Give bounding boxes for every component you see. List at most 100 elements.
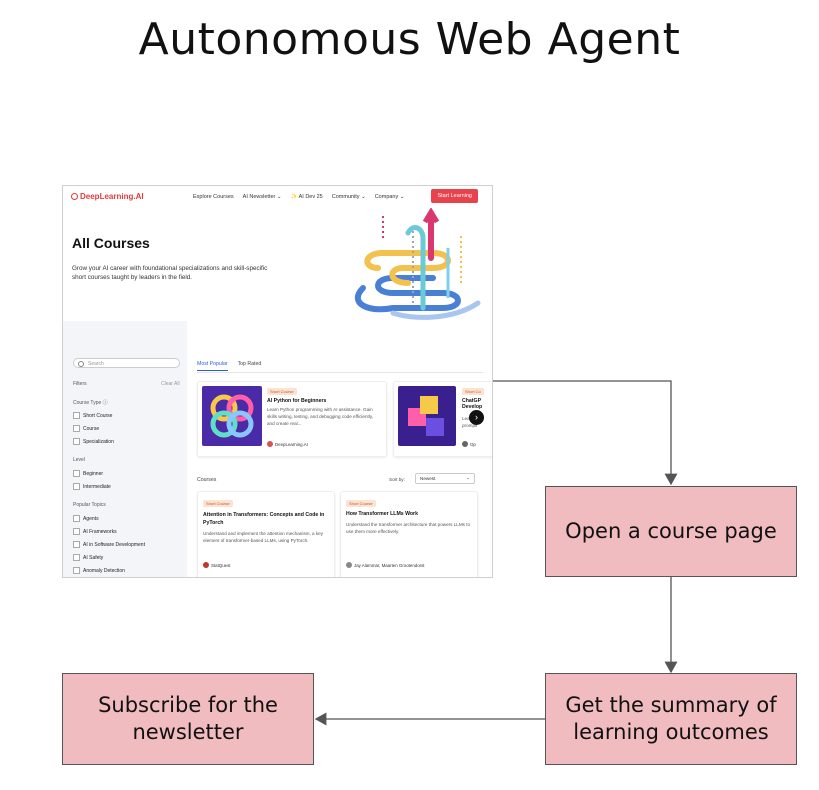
filter-label: Beginner: [83, 470, 104, 477]
arrow-screenshot-to-open: [493, 380, 678, 486]
checkbox[interactable]: [73, 425, 80, 432]
course-badge: Short Course: [267, 388, 297, 395]
checkbox[interactable]: [73, 515, 80, 522]
author-name: DeepLearning.AI: [275, 441, 308, 447]
course-tabs: Most Popular Top Rated: [197, 361, 261, 371]
filter-label: Short Course: [83, 412, 113, 419]
course-badge: Short Course: [346, 500, 376, 507]
filter-label: Agents: [83, 515, 99, 522]
courses-main: Most Popular Top Rated Short Course AI P…: [187, 321, 492, 577]
course-author: StatQuest: [203, 562, 231, 568]
nav-ai-dev[interactable]: ✨ AI Dev 25: [290, 194, 323, 200]
filter-label: Intermediate: [83, 483, 111, 490]
author-avatar: [346, 562, 352, 568]
courses-body: Search Filters Clear All Course Type ⓘ S…: [63, 321, 492, 577]
hero-title: All Courses: [72, 235, 150, 251]
nav-community[interactable]: Community ⌄: [331, 194, 366, 200]
checkbox[interactable]: [73, 438, 80, 445]
course-desc: Understand and implement the attention m…: [203, 531, 324, 543]
checkbox[interactable]: [73, 567, 80, 574]
course-author: DeepLearning.AI: [267, 441, 308, 447]
nav-items: Explore Courses AI Newsletter ⌄ ✨ AI Dev…: [193, 194, 404, 200]
course-card-attention[interactable]: Short Course Attention in Transformers: …: [197, 491, 335, 577]
step-subscribe-label: Subscribe for the newsletter: [98, 693, 278, 744]
course-badge: Short Course: [203, 500, 233, 507]
filter-ai-safety[interactable]: AI Safety: [73, 554, 103, 561]
filter-ai-software-dev[interactable]: AI in Software Development: [73, 541, 145, 548]
sort-value: Newest: [420, 476, 436, 481]
nav-explore-courses[interactable]: Explore Courses: [193, 194, 234, 200]
filter-agents[interactable]: Agents: [73, 515, 99, 522]
checkbox[interactable]: [73, 541, 80, 548]
carousel-next-button[interactable]: ›: [469, 410, 484, 425]
checkbox[interactable]: [73, 470, 80, 477]
filter-short-course[interactable]: Short Course: [73, 412, 112, 419]
chevron-right-icon: ›: [475, 412, 478, 422]
search-placeholder: Search: [88, 361, 104, 367]
filter-intermediate[interactable]: Intermediate: [73, 483, 111, 490]
author-name: Op: [470, 441, 476, 447]
sort-select[interactable]: Newest ⌄: [415, 473, 475, 484]
course-thumbnail: [398, 386, 456, 446]
course-thumbnail: [202, 386, 262, 446]
checkbox[interactable]: [73, 554, 80, 561]
author-avatar: [462, 441, 468, 447]
filter-specialization[interactable]: Specialization: [73, 438, 114, 445]
filter-beginner[interactable]: Beginner: [73, 470, 103, 477]
filter-label: Course: [83, 425, 100, 432]
step-subscribe-box: Subscribe for the newsletter: [62, 673, 314, 765]
filters-label: Filters: [73, 381, 87, 387]
course-desc: Learn Python programming with AI assista…: [267, 407, 374, 426]
step-open-course-label: Open a course page: [565, 519, 777, 543]
tab-most-popular[interactable]: Most Popular: [197, 361, 228, 371]
course-title[interactable]: How Transformer LLMs Work: [346, 511, 418, 517]
nav-ai-newsletter[interactable]: AI Newsletter ⌄: [242, 194, 282, 200]
step-open-course-box: Open a course page: [545, 486, 797, 577]
author-name: Jay Alammar, Maarten Grootendorst: [354, 562, 425, 568]
tab-top-rated[interactable]: Top Rated: [237, 361, 262, 367]
start-learning-button[interactable]: Start Learning: [431, 189, 478, 203]
chevron-down-icon: ⌄: [466, 475, 470, 480]
logo-icon: [71, 193, 78, 200]
nav-company[interactable]: Company ⌄: [374, 194, 405, 200]
filter-label: AI in Software Development: [83, 541, 145, 548]
course-card-transformer-llms[interactable]: Short Course How Transformer LLMs Work U…: [340, 491, 478, 577]
site-navbar: DeepLearning.AI Explore Courses AI Newsl…: [63, 186, 492, 209]
course-title[interactable]: AI Python for Beginners: [267, 398, 327, 404]
filter-anomaly-detection[interactable]: Anomaly Detection: [73, 567, 125, 574]
step-summary-box: Get the summary of learning outcomes: [545, 673, 797, 765]
checkbox[interactable]: [73, 528, 80, 535]
course-badge: Short Co: [462, 388, 484, 395]
filter-course[interactable]: Course: [73, 425, 99, 432]
filter-label: AI Frameworks: [83, 528, 117, 535]
search-input[interactable]: Search: [73, 358, 180, 368]
checkbox[interactable]: [73, 412, 80, 419]
logo-text: DeepLearning.AI: [80, 192, 144, 201]
hero-text: Grow your AI career with foundational sp…: [72, 265, 268, 281]
course-title[interactable]: ChatGP Develop: [462, 398, 483, 410]
filter-ai-frameworks[interactable]: AI Frameworks: [73, 528, 117, 535]
checkbox[interactable]: [73, 483, 80, 490]
sort-label: Sort by:: [389, 477, 405, 482]
level-label: Level: [73, 457, 85, 463]
course-title[interactable]: Attention in Transformers: Concepts and …: [203, 512, 325, 526]
site-logo[interactable]: DeepLearning.AI: [71, 192, 144, 201]
filter-label: Specialization: [83, 438, 114, 445]
clear-all-link[interactable]: Clear All: [161, 381, 180, 387]
featured-card-ai-python[interactable]: Short Course AI Python for Beginners Lea…: [197, 381, 387, 457]
courses-label: Courses: [197, 477, 217, 483]
course-desc: Understand the transformer architecture …: [346, 522, 471, 534]
course-author: Op: [462, 441, 476, 447]
course-type-label: Course Type ⓘ: [73, 400, 108, 406]
author-avatar: [267, 441, 273, 447]
author-name: StatQuest: [211, 562, 231, 568]
tab-divider: [197, 372, 483, 373]
filter-label: AI Safety: [83, 554, 104, 561]
filter-sidebar: Search Filters Clear All Course Type ⓘ S…: [63, 321, 187, 577]
course-author: Jay Alammar, Maarten Grootendorst: [346, 562, 425, 568]
hero-illustration: [354, 208, 481, 320]
filter-label: Anomaly Detection: [83, 567, 125, 574]
step-summary-label: Get the summary of learning outcomes: [565, 693, 777, 744]
diagram-title: Autonomous Web Agent: [138, 14, 681, 65]
